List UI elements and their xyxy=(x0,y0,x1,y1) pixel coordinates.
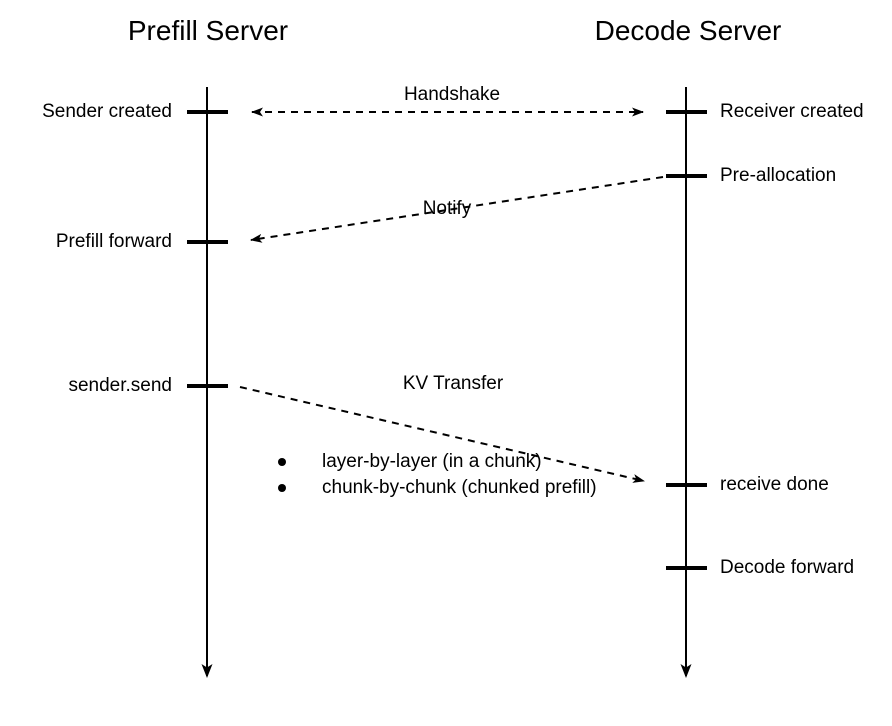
bullet-icon xyxy=(278,484,286,492)
event-label-receive-done: receive done xyxy=(720,474,829,495)
kv-transfer-notes: layer-by-layer (in a chunk) chunk-by-chu… xyxy=(270,449,597,501)
event-label-prefill-forward: Prefill forward xyxy=(55,231,172,252)
event-label-sender-send: sender.send xyxy=(68,375,172,396)
kv-transfer-arrow xyxy=(239,386,645,483)
bullet-icon xyxy=(278,458,286,466)
event-label-decode-forward: Decode forward xyxy=(720,557,855,578)
notify-arrow xyxy=(250,176,664,243)
prefill-server-title: Prefill Server xyxy=(127,15,289,46)
kv-note-item: chunk-by-chunk (chunked prefill) xyxy=(270,475,597,501)
event-label-sender-created: Sender created xyxy=(42,101,172,122)
kv-note-text: layer-by-layer (in a chunk) xyxy=(322,451,542,472)
kv-note-text: chunk-by-chunk (chunked prefill) xyxy=(322,477,597,498)
kv-note-item: layer-by-layer (in a chunk) xyxy=(270,449,597,475)
notify-message-label: Notify xyxy=(422,198,472,219)
kv-transfer-message-label: KV Transfer xyxy=(402,373,504,394)
decode-server-title: Decode Server xyxy=(594,15,782,46)
handshake-message-label: Handshake xyxy=(403,84,501,105)
event-label-pre-allocation: Pre-allocation xyxy=(720,165,837,186)
event-label-receiver-created: Receiver created xyxy=(720,101,864,122)
